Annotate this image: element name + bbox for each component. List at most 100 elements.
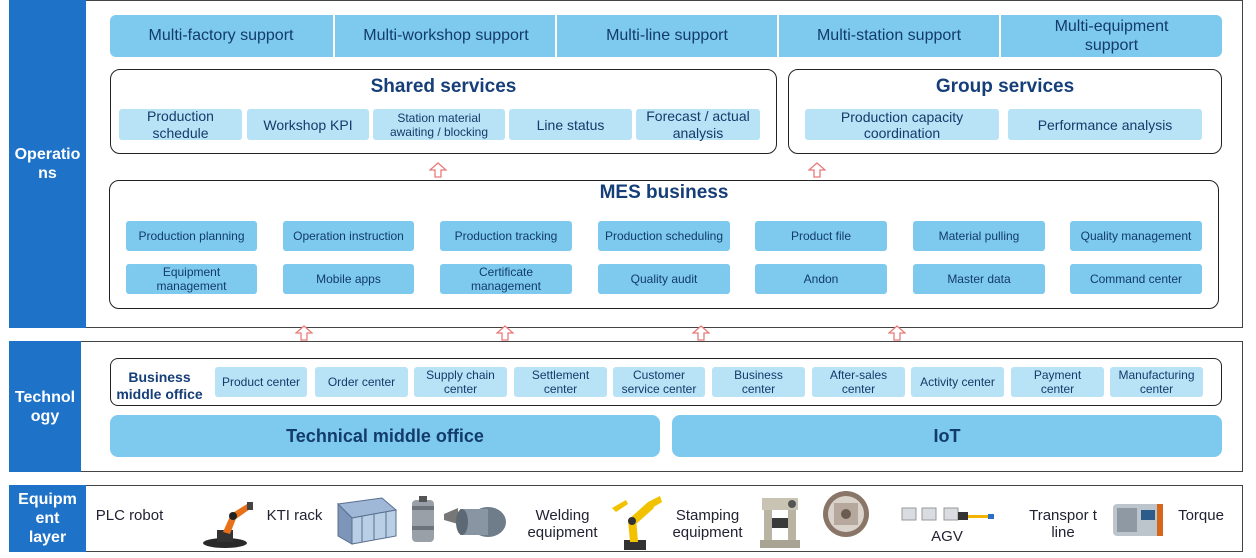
shared-service-item: Forecast / actual analysis [636,107,760,141]
equip-torque-label: Torque [1178,507,1224,524]
item-label: Production planning [138,229,245,243]
business-middle-office-label: Business middle office [116,369,203,402]
group-service-item: Performance analysis [1008,109,1202,140]
mes-item: Production tracking [440,221,572,251]
support-multi-line: Multi-line support [557,15,777,57]
mes-item: Product file [755,221,887,251]
support-label: Multi-equipment support [1054,18,1169,54]
bmo-item: Order center [315,367,408,397]
bar-label: Technical middle office [286,425,484,446]
plc-robot-image [203,502,253,548]
mes-item: Operation instruction [283,221,414,251]
equip-stamping-label: Stamping equipment [672,507,743,541]
bmo-item: After-sales center [812,367,905,397]
item-label: Payment center [1033,368,1082,396]
item-label: Forecast / actual analysis [646,107,750,141]
torque-tool-image [1113,504,1163,536]
equip-transport-line-label: Transpor t line [1029,507,1097,541]
cylinder-part-image [412,496,434,542]
support-bar [110,15,1222,57]
item-label: Production scheduling [604,229,724,243]
up-arrow-icon [888,325,906,341]
welding-robot-image [612,496,662,550]
item-label: Manufacturing center [1118,368,1195,396]
agv-image [901,507,994,521]
item-label: Quality audit [630,272,698,286]
mes-item: Command center [1070,264,1202,294]
up-arrow-icon [496,325,514,341]
item-label: Mobile apps [316,272,381,286]
support-multi-equipment: Multi-equipment support [1001,15,1222,57]
item-label: Equipment management [156,265,227,293]
round-machine-image [823,491,869,537]
item-label: Activity center [920,375,995,389]
motor-image [444,507,506,537]
support-multi-station: Multi-station support [779,15,999,57]
item-label: Andon [803,272,839,286]
equip-welding-label: Welding equipment [527,507,598,541]
support-multi-workshop: Multi-workshop support [336,15,556,57]
support-divider [333,15,335,57]
support-label: Multi-line support [606,27,728,44]
item-label: Command center [1089,272,1183,286]
item-label: Workshop KPI [263,116,353,133]
shared-service-item: Line status [509,109,632,140]
item-label: Certificate management [470,265,542,293]
item-label: Customer service center [621,368,697,396]
mes-item: Production scheduling [598,221,730,251]
item-label: Performance analysis [1037,116,1173,133]
item-label: Production tracking [454,229,558,243]
bmo-item: Payment center [1011,367,1104,397]
support-multi-factory: Multi-factory support [110,15,332,57]
mes-item: Quality audit [598,264,730,294]
up-arrow-icon [295,325,313,341]
technical-middle-office-bar: Technical middle office [110,415,660,457]
up-arrow-icon [692,325,710,341]
item-label: Line status [536,116,605,133]
support-divider [999,15,1001,57]
bmo-item: Product center [215,367,307,397]
item-label: Quality management [1080,229,1192,243]
mes-item: Master data [913,264,1045,294]
item-label: Production capacity coordination [840,108,964,141]
mes-item: Material pulling [913,221,1045,251]
support-label: Multi-station support [816,27,962,44]
bmo-item: Business center [712,367,805,397]
up-arrow-icon [429,162,447,178]
item-label: Production schedule [147,107,214,141]
support-divider [777,15,779,57]
kti-rack-image [336,497,398,545]
mes-item: Equipment management [126,264,257,294]
bar-label: IoT [933,425,961,446]
item-label: Material pulling [938,229,1020,243]
equip-kti-rack-label: KTI rack [266,507,323,524]
shared-service-item: Workshop KPI [247,109,369,140]
mes-item: Certificate management [440,264,572,294]
item-label: Product center [221,375,301,389]
item-label: Order center [327,375,396,389]
bmo-item: Supply chain center [414,367,507,397]
bmo-item: Customer service center [613,367,705,397]
equip-plc-robot-label: PLC robot [95,507,164,524]
equipment-band-label: Equipm ent layer [9,485,86,552]
item-label: Station material awaiting / blocking [389,110,489,139]
support-label: Multi-workshop support [363,27,529,44]
item-label: Business center [734,368,783,396]
operations-band-label: Operatio ns [9,0,86,328]
bmo-item: Activity center [911,367,1004,397]
mes-item: Quality management [1070,221,1202,251]
equip-agv-label: AGV [931,528,963,545]
technology-band-label: Technol ogy [9,341,81,472]
group-services-title: Group services [935,76,1075,97]
item-label: Product file [790,229,852,243]
mes-item: Production planning [126,221,257,251]
shared-services-title: Shared services [370,76,517,97]
mes-business-title: MES business [599,182,729,203]
item-label: Supply chain center [426,368,495,396]
support-divider [555,15,557,57]
iot-bar: IoT [672,415,1222,457]
bmo-item: Settlement center [514,367,607,397]
stamping-press-image [760,498,800,548]
shared-service-item: Production schedule [119,107,242,141]
group-service-item: Production capacity coordination [805,108,999,141]
